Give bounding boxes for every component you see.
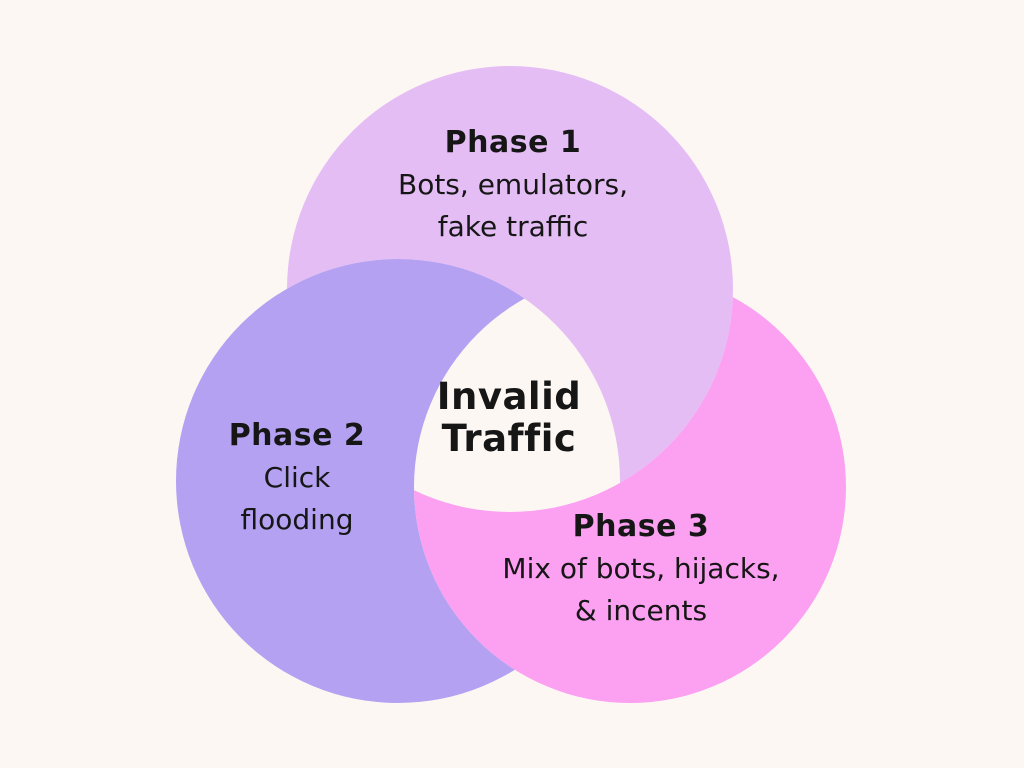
phase1-title: Phase 1 <box>444 125 582 160</box>
phase1-description-line: Bots, emulators, <box>397 168 629 201</box>
phase3-description-line: Mix of bots, hijacks, <box>502 552 780 585</box>
phase3-title: Phase 3 <box>572 509 710 544</box>
phase2-title: Phase 2 <box>228 418 366 453</box>
center-title: Invalid Traffic <box>437 376 582 460</box>
phase3-circle <box>414 271 846 703</box>
phase3-label-group: Phase 3 Mix of bots, hijacks, & incents <box>502 506 779 632</box>
center-title-line: Traffic <box>441 417 577 460</box>
phase1-description-line: fake traffic <box>437 210 589 243</box>
phase2-label-group: Phase 2 Click flooding <box>229 415 366 541</box>
center-title-line: Invalid <box>436 375 582 418</box>
phase3-description-line: & incents <box>574 594 708 627</box>
phase2-description-line: flooding <box>240 503 354 536</box>
phase2-description-line: Click <box>263 461 331 494</box>
phase1-label-group: Phase 1 Bots, emulators, fake traffic <box>398 122 628 248</box>
